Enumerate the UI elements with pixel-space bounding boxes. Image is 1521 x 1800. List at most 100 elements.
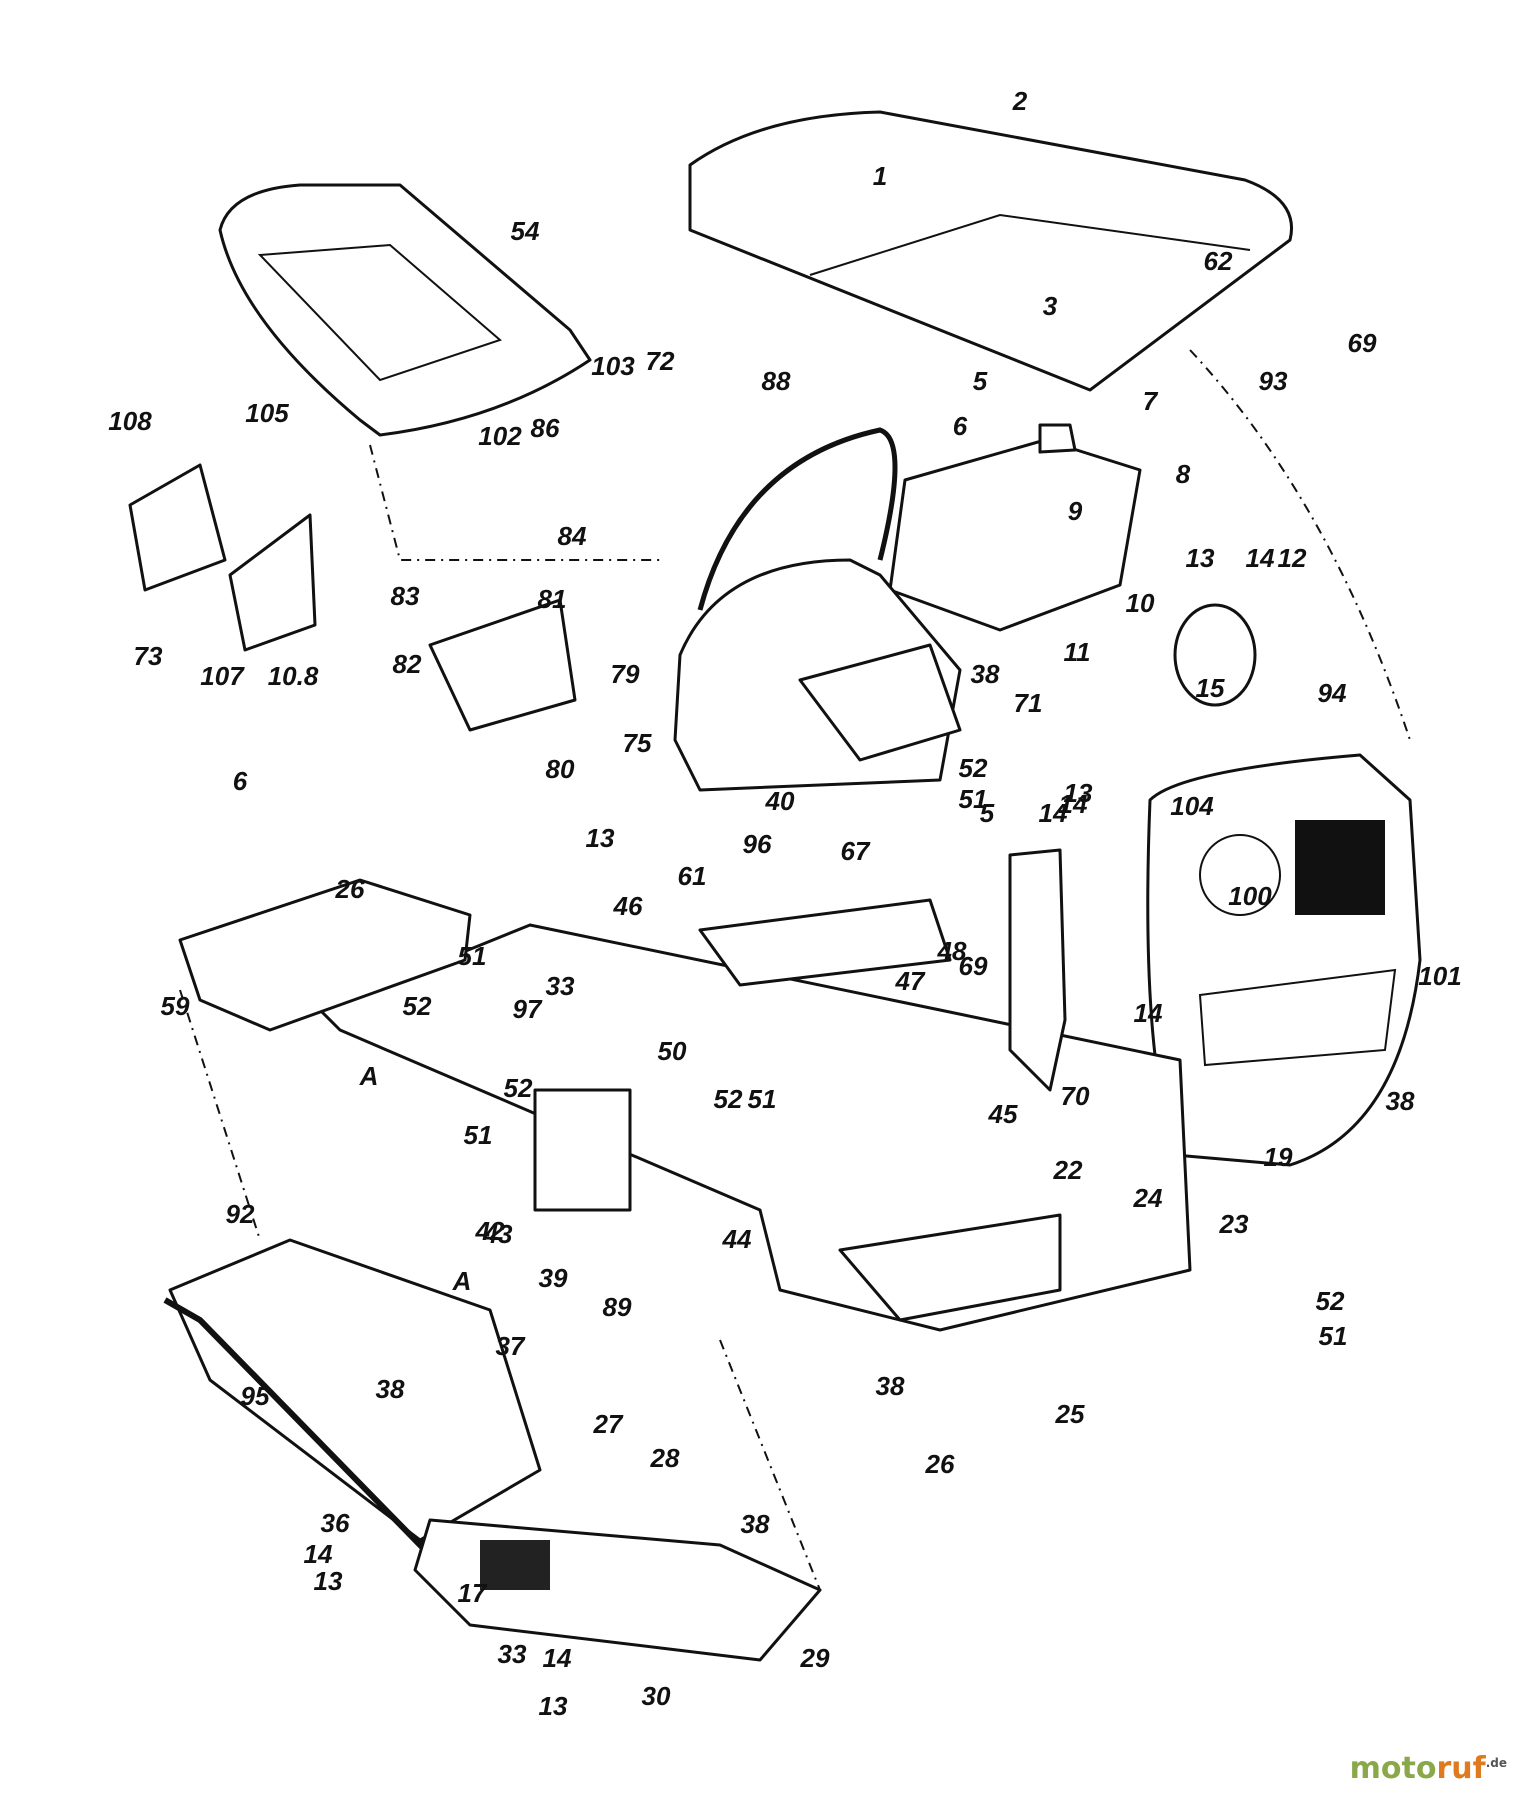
dash-bracket xyxy=(698,898,952,987)
part-number-label: 26 xyxy=(925,1449,955,1479)
part-number-label: 26 xyxy=(335,874,365,904)
part-number-label: 69 xyxy=(1348,328,1377,358)
floor-plate xyxy=(838,1213,1062,1322)
part-number-label: 14 xyxy=(1134,998,1163,1028)
part-number-label: 13 xyxy=(586,823,615,853)
part-number-label: 24 xyxy=(1133,1183,1163,1213)
part-number-label: 48 xyxy=(937,936,967,966)
part-number-label: 14 xyxy=(1059,789,1088,819)
part-number-label: 13 xyxy=(539,1691,568,1721)
part-number-label: 67 xyxy=(841,836,871,866)
part-number-label: 38 xyxy=(1386,1086,1415,1116)
part-number-label: 38 xyxy=(376,1374,405,1404)
part-number-label: 5 xyxy=(980,798,995,828)
battery-box xyxy=(533,1088,632,1212)
side-fender xyxy=(168,1238,542,1542)
part-number-label: 89 xyxy=(603,1292,632,1322)
part-number-label: 44 xyxy=(722,1224,752,1254)
part-number-label: 96 xyxy=(743,829,772,859)
part-number-label: 61 xyxy=(678,861,707,891)
part-number-label: 92 xyxy=(226,1199,255,1229)
part-number-label: 51 xyxy=(959,784,988,814)
part-number-label: 30 xyxy=(642,1681,671,1711)
headlight-assembly xyxy=(1173,603,1257,707)
part-number-label: 75 xyxy=(623,728,652,758)
part-number-label: 33 xyxy=(546,971,575,1001)
part-number-label: 80 xyxy=(546,754,575,784)
part-number-label: 59 xyxy=(161,991,190,1021)
part-number-label: 52 xyxy=(504,1073,533,1103)
fuel-tank-part xyxy=(888,438,1142,632)
part-number-label: 5 xyxy=(973,366,988,396)
part-number-label: 51 xyxy=(464,1120,493,1150)
part-number-label: 28 xyxy=(650,1443,680,1473)
part-number-label: 46 xyxy=(613,891,643,921)
part-number-label: 14 xyxy=(304,1539,333,1569)
part-number-label: 88 xyxy=(762,366,791,396)
part-number-label: 19 xyxy=(1264,1142,1293,1172)
part-number-label: 14 xyxy=(1039,798,1068,828)
part-number-label: 73 xyxy=(134,641,163,671)
part-number-label: 13 xyxy=(1186,543,1215,573)
part-number-label: 8 xyxy=(1176,459,1191,489)
part-number-label: 93 xyxy=(1259,366,1288,396)
hood-part xyxy=(688,110,1293,392)
part-number-label: 22 xyxy=(1053,1155,1083,1185)
part-number-label: 10 xyxy=(1126,588,1155,618)
steering-column-bracket xyxy=(798,643,962,762)
part-number-label: 84 xyxy=(558,521,587,551)
part-number-label: 29 xyxy=(800,1643,830,1673)
part-number-label: 69 xyxy=(959,951,988,981)
part-number-label: 6 xyxy=(953,411,968,441)
part-number-label: 38 xyxy=(876,1371,905,1401)
steering-support-rod xyxy=(697,427,898,611)
part-number-label: 38 xyxy=(741,1509,770,1539)
seat-cushion-line xyxy=(257,243,502,382)
part-number-label: 95 xyxy=(241,1381,270,1411)
part-number-label: 51 xyxy=(1319,1321,1348,1351)
part-number-label: 36 xyxy=(321,1508,350,1538)
part-number-label: 6 xyxy=(233,766,248,796)
motoruf-watermark-logo: motoruf.de xyxy=(1349,1751,1507,1786)
part-number-label: 94 xyxy=(1318,678,1347,708)
part-number-label: 40 xyxy=(765,786,795,816)
grille-mesh xyxy=(1295,820,1385,915)
part-number-label: 82 xyxy=(393,649,422,679)
part-number-label: 102 xyxy=(478,421,522,451)
part-number-label: 15 xyxy=(1196,673,1225,703)
seat-part xyxy=(218,183,592,437)
part-number-label: 86 xyxy=(531,413,560,443)
part-number-label: 47 xyxy=(895,966,926,996)
part-number-label: 107 xyxy=(200,661,245,691)
part-number-label: 103 xyxy=(591,351,635,381)
side-cover xyxy=(1008,848,1067,1092)
part-number-label: 10.8 xyxy=(268,661,319,691)
part-number-label: 70 xyxy=(1061,1081,1090,1111)
part-number-label: 54 xyxy=(511,216,540,246)
grille-lower-slot xyxy=(1198,968,1397,1067)
part-number-label: 17 xyxy=(458,1578,488,1608)
part-number-label: 25 xyxy=(1055,1399,1085,1429)
part-number-label: 13 xyxy=(1064,778,1093,808)
control-bracket xyxy=(428,598,577,732)
part-number-label: 105 xyxy=(245,398,289,428)
part-number-label: 14 xyxy=(1246,543,1275,573)
hidden-line-bottom xyxy=(719,1339,821,1591)
fuel-cap xyxy=(1038,423,1077,454)
part-number-label: 3 xyxy=(1043,291,1058,321)
part-number-label: 23 xyxy=(1219,1209,1249,1239)
part-number-label: 51 xyxy=(748,1084,777,1114)
part-number-label: 7 xyxy=(1143,386,1159,416)
part-number-label: 13 xyxy=(314,1566,343,1596)
part-number-label: 1 xyxy=(873,161,887,191)
part-number-label: 42 xyxy=(475,1216,505,1246)
part-number-label: 11 xyxy=(1064,637,1091,667)
part-number-label: 104 xyxy=(1170,791,1214,821)
part-number-label: 71 xyxy=(1014,688,1043,718)
part-number-label: 83 xyxy=(391,581,420,611)
part-number-label: A xyxy=(359,1061,379,1091)
part-number-label: 50 xyxy=(658,1036,687,1066)
part-number-label: 12 xyxy=(1278,543,1307,573)
